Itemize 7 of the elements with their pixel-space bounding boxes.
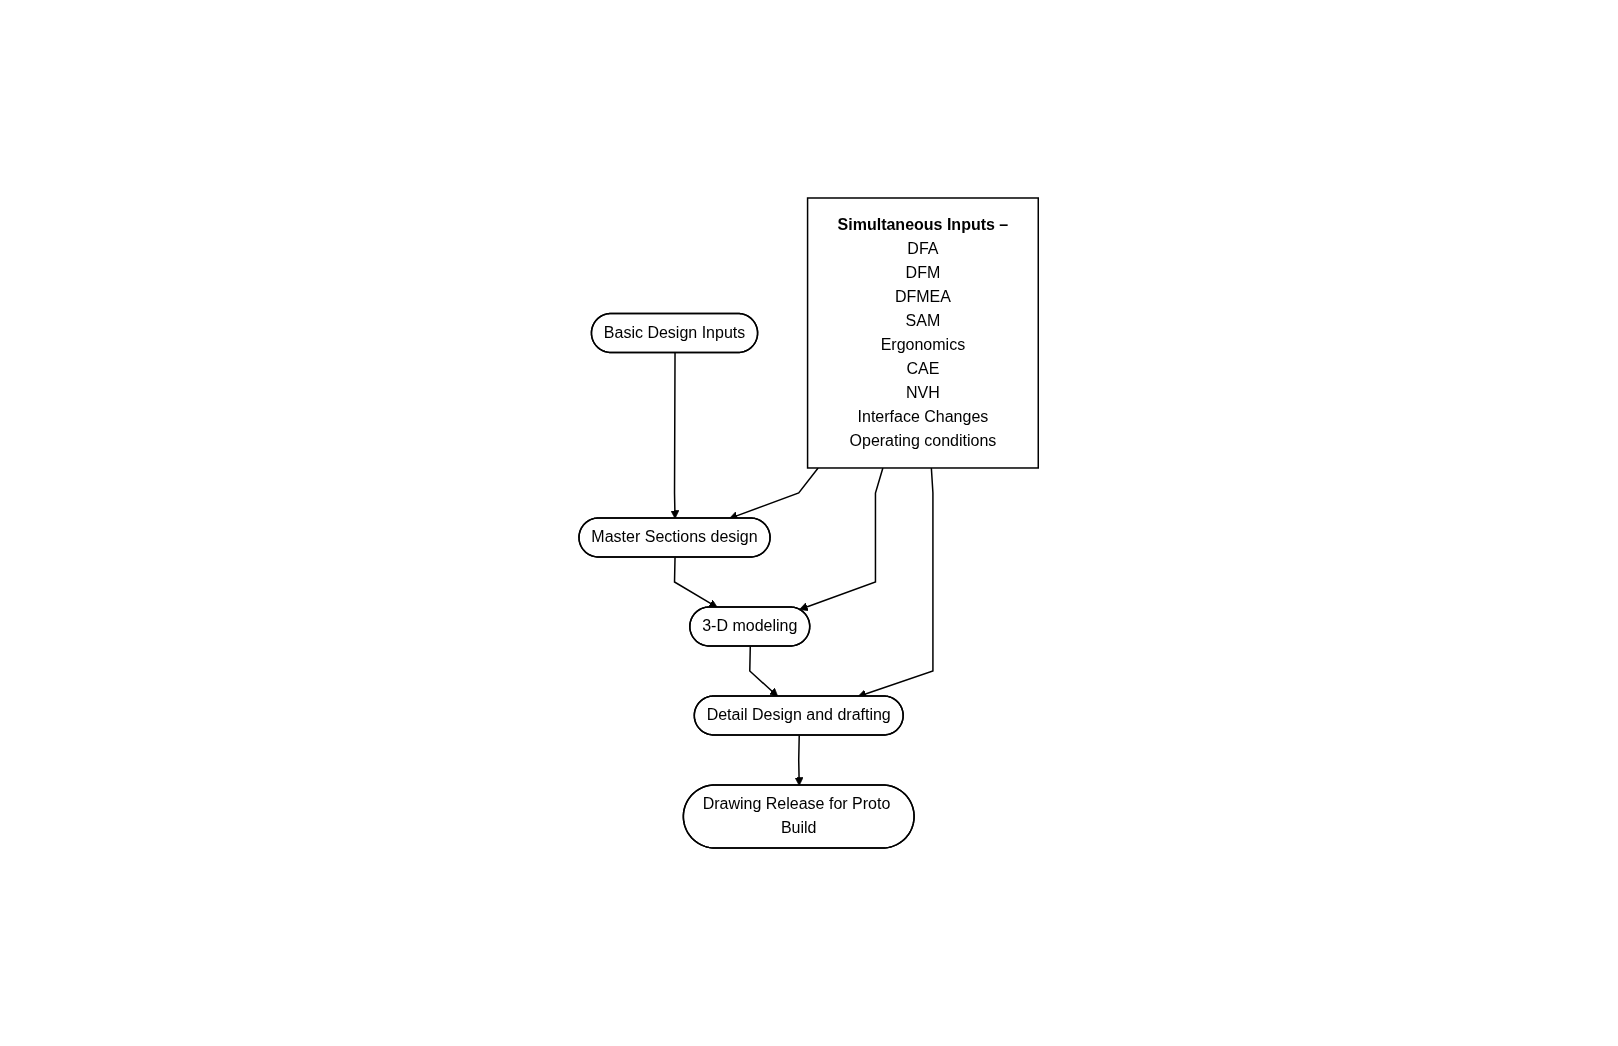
arrow <box>749 645 779 697</box>
arrow <box>670 352 680 519</box>
arrow <box>799 467 884 611</box>
arrow <box>729 467 820 520</box>
arrow <box>795 734 804 786</box>
arrow <box>674 556 719 608</box>
node-box: Simultaneous Inputs – DFA DFM DFMEA SAM Ergonomics CAE NVH Interface Changes Operating conditions <box>807 197 1040 469</box>
